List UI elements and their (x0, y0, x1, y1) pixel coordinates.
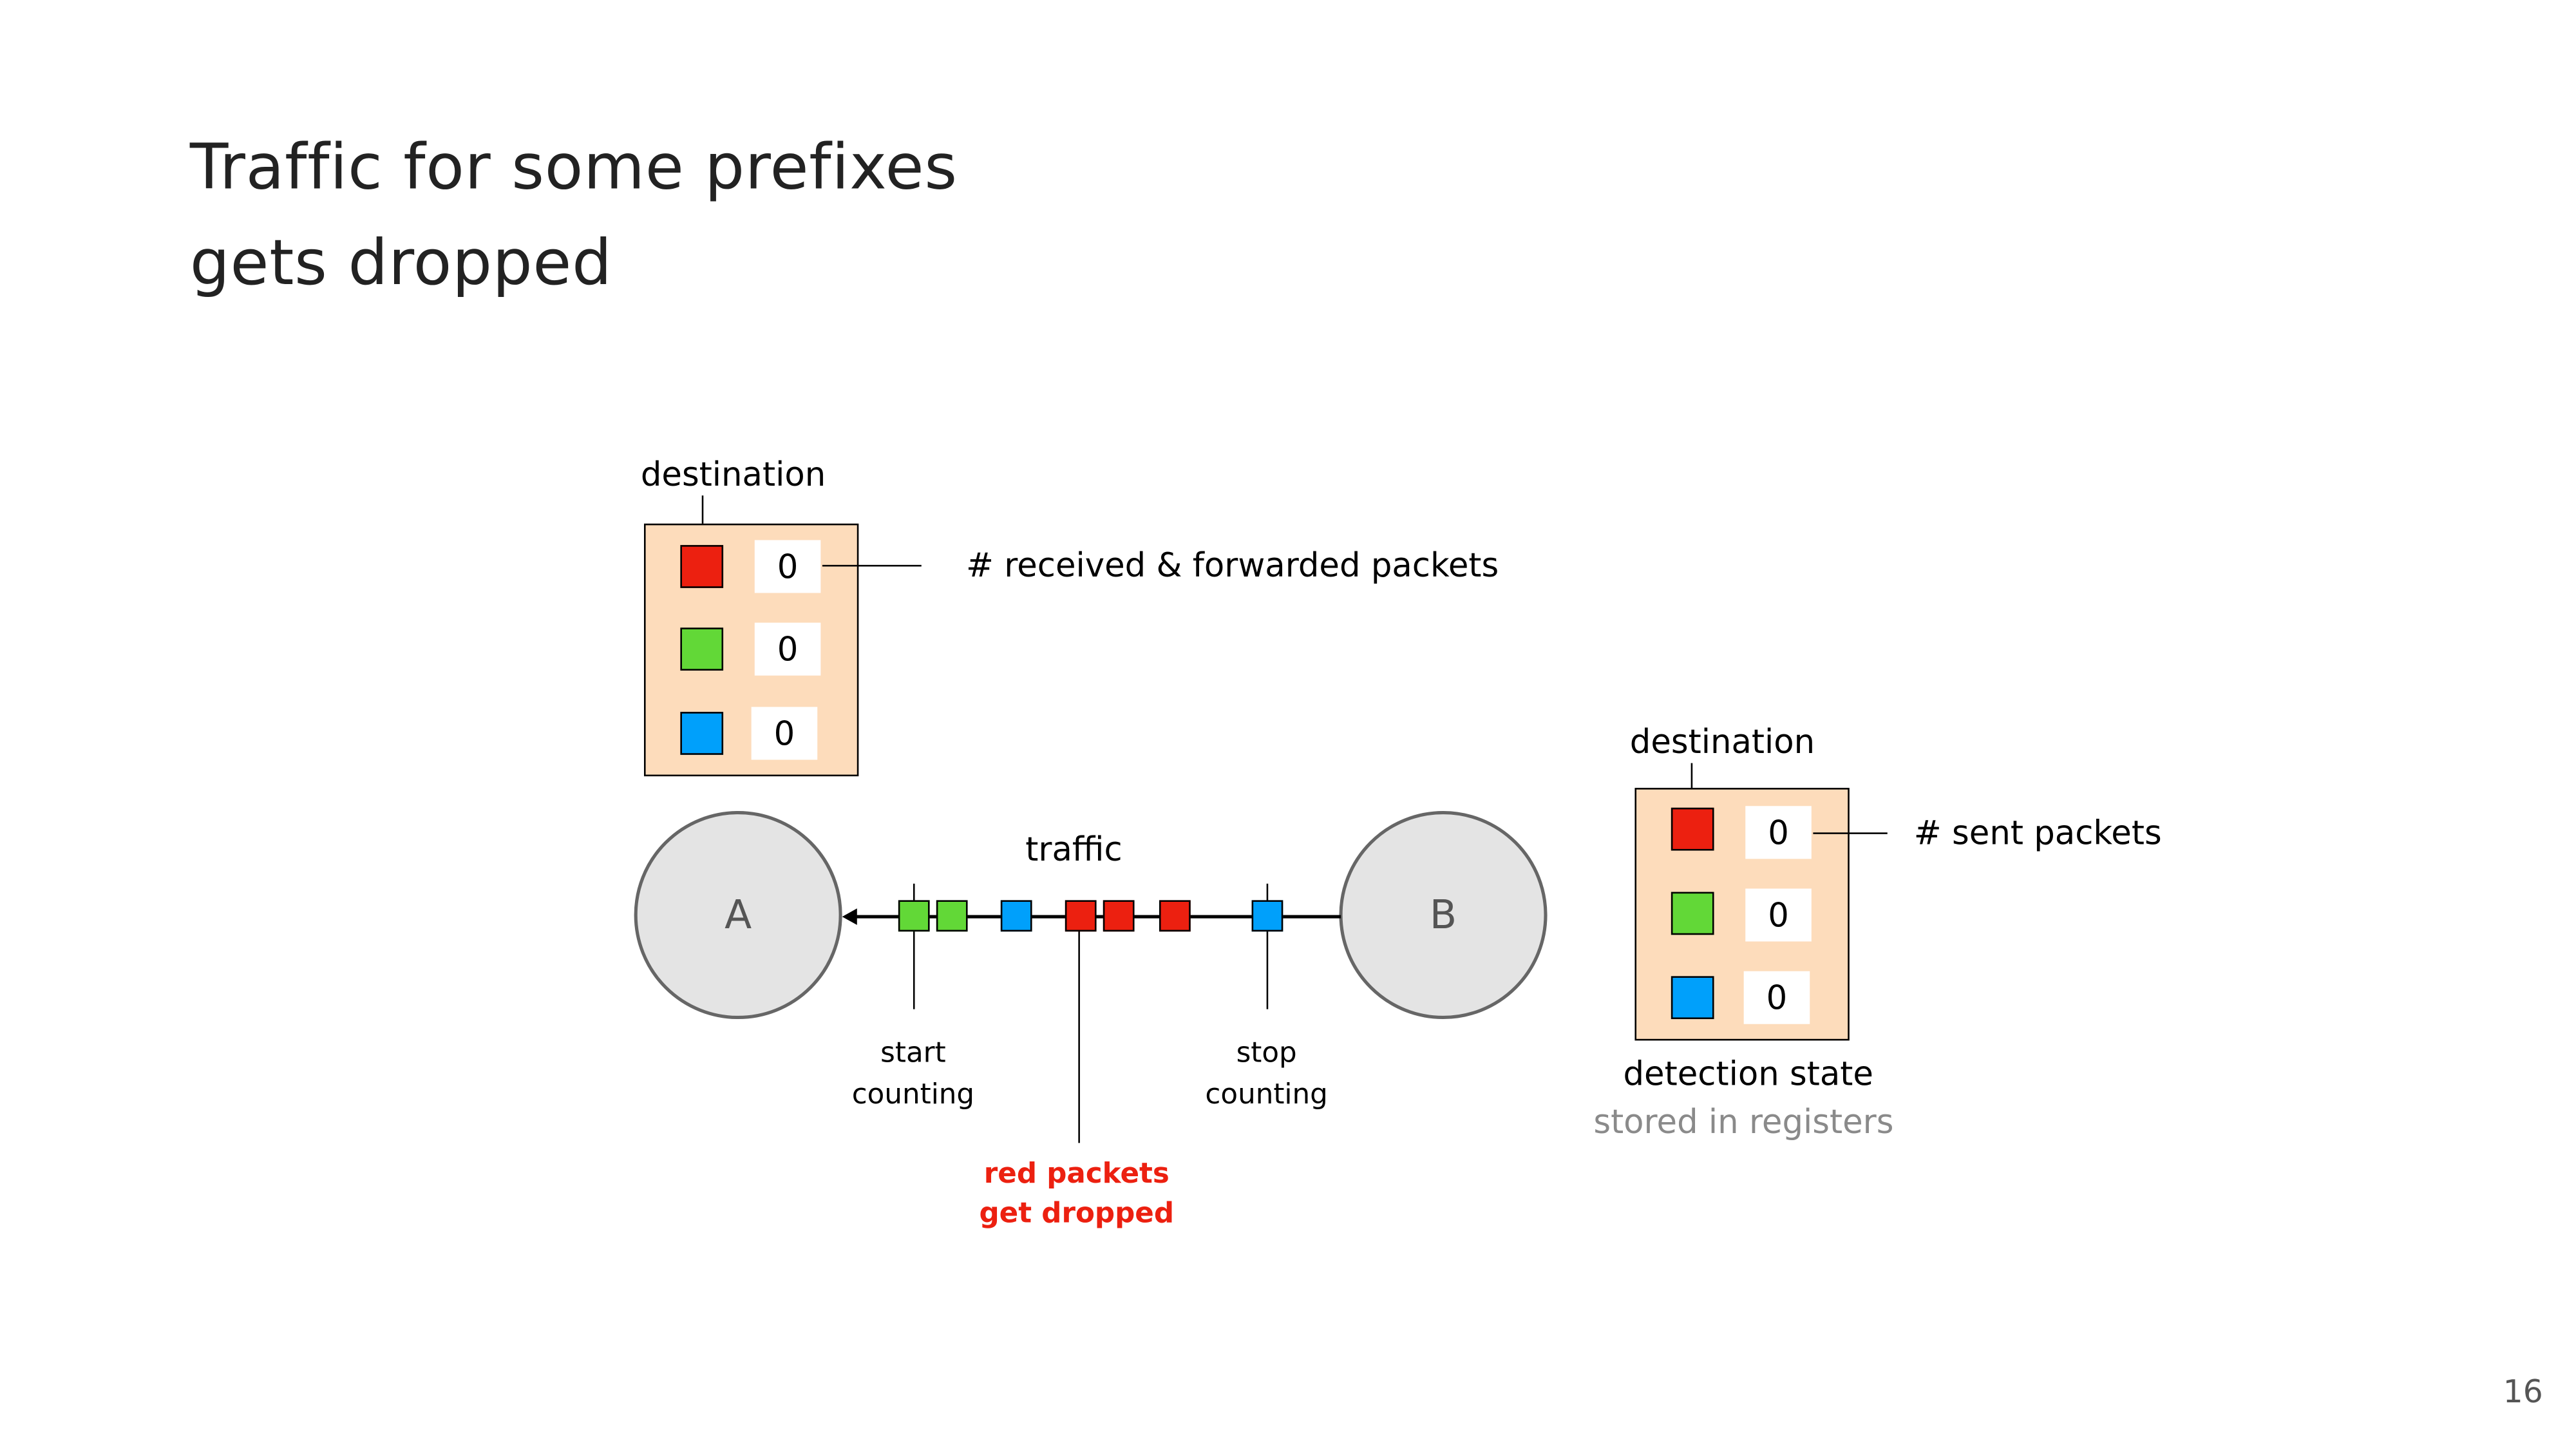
receiver-red-swatch (680, 545, 724, 588)
receiver-annotation: # received & forwarded packets (965, 545, 1499, 585)
receiver-destination-label: destination (640, 454, 826, 494)
sender-blue-swatch (1671, 976, 1714, 1020)
receiver-green-swatch (680, 627, 724, 671)
packet-red (1159, 900, 1191, 932)
title-line-1: Traffic for some prefixes (189, 130, 958, 204)
sender-destination-label: destination (1629, 721, 1815, 762)
slide-title: Traffic for some prefixes gets dropped (190, 119, 958, 310)
sender-red-swatch (1671, 807, 1714, 851)
registers-subcaption: stored in registers (1593, 1102, 1894, 1141)
packet-green (936, 900, 968, 932)
sender-annotation: # sent packets (1913, 812, 2162, 853)
start-counting-label: start counting (831, 1034, 996, 1116)
start-counting-marker (913, 883, 916, 1009)
sender-annotation-line (1813, 832, 1888, 835)
drop-label-line-1: red packets (983, 1158, 1170, 1191)
drop-label: red packets get dropped (961, 1154, 1192, 1234)
packet-red (1065, 900, 1097, 932)
packet-green (898, 900, 930, 932)
node-a: A (634, 810, 842, 1020)
receiver-annotation-line (822, 564, 922, 568)
packet-blue (1000, 900, 1032, 932)
sender-red-count: 0 (1745, 806, 1812, 859)
packet-blue (1251, 900, 1283, 932)
title-line-2: gets dropped (189, 226, 612, 300)
traffic-label: traffic (1025, 829, 1122, 869)
receiver-blue-swatch (680, 712, 724, 755)
receiver-blue-count: 0 (751, 707, 818, 760)
traffic-link (852, 915, 1341, 919)
stop-label-line-1: stop (1236, 1037, 1297, 1071)
start-label-line-1: start (880, 1037, 946, 1071)
receiver-destination-pointer (701, 495, 705, 546)
drop-pointer-line (1078, 917, 1081, 1143)
sender-counter-table (1634, 788, 1850, 1041)
receiver-green-count: 0 (754, 622, 821, 676)
page-number: 16 (2503, 1374, 2543, 1411)
start-label-line-2: counting (851, 1078, 975, 1112)
detection-state-caption: detection state (1623, 1053, 1873, 1094)
sender-blue-count: 0 (1743, 971, 1810, 1024)
stop-label-line-2: counting (1205, 1078, 1328, 1112)
packet-red (1103, 900, 1135, 932)
sender-green-swatch (1671, 892, 1714, 935)
sender-green-count: 0 (1745, 888, 1812, 942)
stop-counting-label: stop counting (1184, 1034, 1349, 1116)
arrow-head-icon (842, 908, 857, 925)
receiver-red-count: 0 (754, 540, 821, 593)
stop-counting-marker (1266, 883, 1269, 1009)
drop-label-line-2: get dropped (979, 1197, 1175, 1231)
node-b: B (1339, 810, 1548, 1020)
